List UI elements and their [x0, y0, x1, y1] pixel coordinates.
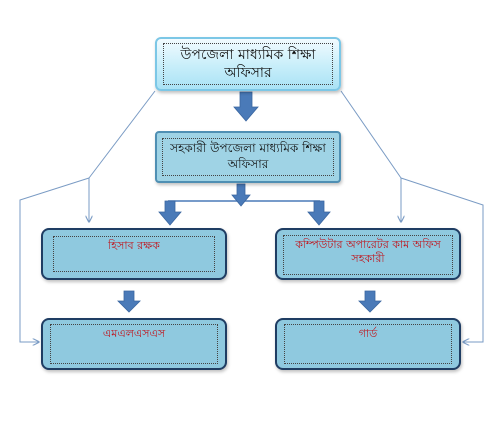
- arrow-right1-to-right2: [358, 290, 382, 313]
- right-outer-line: [340, 90, 401, 222]
- node-right2-label: গার্ড: [284, 324, 452, 364]
- node-top-label: উপজেলা মাধ্যমিক শিক্ষা অফিসার: [163, 42, 333, 86]
- left-outer-line: [89, 90, 156, 222]
- node-guard: গার্ড: [275, 318, 461, 370]
- arrow-left1-to-left2: [117, 290, 141, 313]
- arrow-mid-down: [231, 183, 251, 207]
- node-left2-label: এমএলএসএস: [50, 324, 218, 364]
- node-left1-label: হিসাব রক্ষক: [53, 236, 215, 272]
- node-upazila-secondary-education-officer: উপজেলা মাধ্যমিক শিক্ষা অফিসার: [155, 37, 341, 91]
- left-lower-line: [19, 177, 90, 342]
- node-assistant-education-officer: সহকারী উপজেলা মাধ্যমিক শিক্ষা অফিসার: [155, 131, 341, 183]
- arrow-top-to-mid: [233, 91, 259, 122]
- node-mlss: এমএলএসএস: [41, 318, 227, 370]
- node-accountant: হিসাব রক্ষক: [41, 228, 227, 280]
- arrow-to-left1: [158, 200, 182, 226]
- arrow-to-right1: [307, 200, 331, 226]
- node-mid-label: সহকারী উপজেলা মাধ্যমিক শিক্ষা অফিসার: [162, 138, 334, 176]
- node-computer-operator: কম্পিউটার অপারেটর কাম অফিস সহকারী: [275, 228, 461, 280]
- right-lower-line: [400, 177, 484, 342]
- node-right1-label: কম্পিউটার অপারেটর কাম অফিস সহকারী: [283, 235, 453, 275]
